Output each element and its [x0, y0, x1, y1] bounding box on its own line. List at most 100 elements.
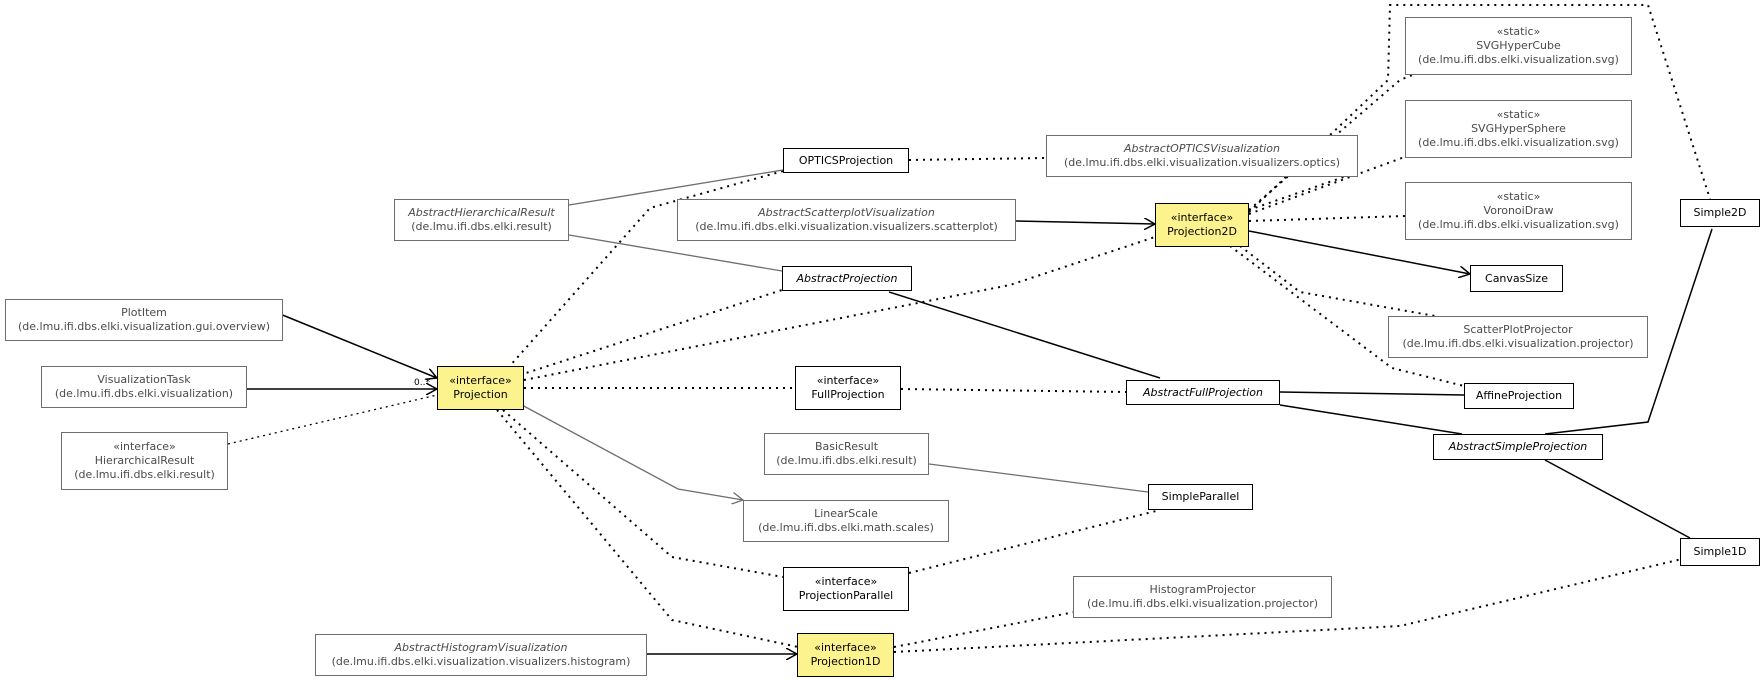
package-name: (de.lmu.ifi.dbs.elki.visualization.proje… [1086, 597, 1319, 610]
edge-abstractsimpleprojection-simple1d [1544, 459, 1691, 539]
class-linearscale[interactable]: LinearScale (de.lmu.ifi.dbs.elki.math.sc… [743, 500, 949, 542]
class-name: ScatterPlotProjector [1463, 323, 1573, 336]
class-visualizationtask[interactable]: VisualizationTask (de.lmu.ifi.dbs.elki.v… [41, 366, 247, 408]
edge-basicresult-simpleparallel [928, 463, 1149, 493]
class-affineprojection[interactable]: AffineProjection [1464, 383, 1574, 409]
class-name: Projection [453, 388, 508, 401]
class-simpleparallel[interactable]: SimpleParallel [1148, 484, 1253, 510]
interface-fullprojection[interactable]: «interface» FullProjection [795, 366, 901, 410]
interface-projection2d[interactable]: «interface» Projection2D [1155, 203, 1249, 247]
class-name: AbstractFullProjection [1143, 385, 1263, 399]
class-name: AbstractOPTICSVisualization [1123, 142, 1281, 155]
class-abstractscatterplotvisualization[interactable]: AbstractScatterplotVisualization (de.lmu… [677, 199, 1016, 241]
edge-projection1d-histogramprojector [893, 610, 1081, 648]
edge-opticsprojection-abstractopticsvisualization [908, 157, 1047, 161]
package-name: (de.lmu.ifi.dbs.elki.visualization.proje… [1402, 337, 1634, 350]
class-name: PlotItem [121, 306, 167, 319]
stereotype-label: «static» [1496, 25, 1541, 38]
edge-fullprojection-abstractfullprojection [900, 388, 1127, 393]
edge-projection2d-voronoidraw [1248, 215, 1406, 222]
package-name: (de.lmu.ifi.dbs.elki.visualization.visua… [1064, 156, 1340, 169]
class-name: AbstractHierarchicalResult [408, 206, 555, 219]
edge-projection1d-simple1d [893, 558, 1683, 653]
edge-abstracthierarchicalresult-abstractprojection [568, 234, 783, 272]
multiplicity-label: 0..* [414, 378, 430, 388]
class-name: AffineProjection [1475, 389, 1563, 402]
edge-projection2d-canvassize [1248, 230, 1470, 274]
class-name: HierarchicalResult [94, 454, 195, 467]
class-svghypercube[interactable]: «static» SVGHyperCube (de.lmu.ifi.dbs.el… [1405, 17, 1632, 75]
edge-abstractscatterplotvisualization-projection2d [1015, 221, 1155, 224]
edge-projection-abstractprojection [519, 289, 783, 376]
edge-plotitem-projection [257, 304, 437, 378]
class-voronoidraw[interactable]: «static» VoronoiDraw (de.lmu.ifi.dbs.elk… [1405, 182, 1632, 240]
class-name: VisualizationTask [97, 373, 191, 386]
class-histogramprojector[interactable]: HistogramProjector (de.lmu.ifi.dbs.elki.… [1073, 576, 1332, 618]
class-name: OPTICSProjection [798, 153, 894, 167]
interface-projection[interactable]: «interface» Projection [437, 366, 524, 410]
class-abstractfullprojection[interactable]: AbstractFullProjection [1126, 380, 1280, 405]
class-name: Simple2D [1693, 206, 1747, 219]
class-name: ProjectionParallel [798, 589, 894, 602]
class-basicresult[interactable]: BasicResult (de.lmu.ifi.dbs.elki.result) [764, 433, 929, 475]
class-name: AbstractScatterplotVisualization [758, 206, 935, 219]
edge-abstractsimpleprojection-simple2d [1544, 228, 1713, 435]
class-plotitem[interactable]: PlotItem (de.lmu.ifi.dbs.elki.visualizat… [5, 299, 283, 341]
package-name: (de.lmu.ifi.dbs.elki.visualization.svg) [1418, 136, 1619, 149]
stereotype-label: «interface» [113, 440, 176, 453]
class-scatterplotprojector[interactable]: ScatterPlotProjector (de.lmu.ifi.dbs.elk… [1388, 316, 1648, 358]
package-name: (de.lmu.ifi.dbs.elki.visualization.visua… [331, 655, 631, 668]
class-canvassize[interactable]: CanvasSize [1470, 265, 1563, 292]
class-opticsprojection[interactable]: OPTICSProjection [783, 148, 909, 173]
class-abstractprojection[interactable]: AbstractProjection [782, 266, 912, 291]
class-name: AbstractSimpleProjection [1448, 440, 1588, 453]
class-name: Projection1D [810, 655, 881, 668]
edge-projection-projection2d [523, 236, 1156, 381]
edge-projection2d-scatterplotprojector [1239, 245, 1436, 317]
edge-projectionparallel-simpleparallel [908, 509, 1161, 574]
edge-projection2d-abstractopticsvisualization [1248, 171, 1359, 211]
class-name: AbstractProjection [796, 271, 898, 285]
class-name: HistogramProjector [1149, 583, 1256, 596]
class-name: FullProjection [811, 388, 885, 401]
package-name: (de.lmu.ifi.dbs.elki.result) [411, 220, 552, 233]
stereotype-label: «interface» [814, 575, 878, 588]
class-abstractopticsvisualization[interactable]: AbstractOPTICSVisualization (de.lmu.ifi.… [1046, 135, 1358, 177]
class-name: CanvasSize [1485, 271, 1548, 285]
interface-projection1d[interactable]: «interface» Projection1D [797, 633, 894, 677]
package-name: (de.lmu.ifi.dbs.elki.visualization) [54, 387, 234, 400]
edge-abstracthierarchicalresult-opticsprojection [568, 169, 784, 206]
class-name: Projection2D [1167, 225, 1237, 238]
stereotype-label: «interface» [816, 374, 880, 387]
stereotype-label: «interface» [1170, 211, 1234, 224]
class-name: SVGHyperCube [1476, 39, 1561, 52]
package-name: (de.lmu.ifi.dbs.elki.result) [74, 468, 215, 481]
package-name: (de.lmu.ifi.dbs.elki.visualization.gui.o… [17, 320, 271, 333]
stereotype-label: «interface» [449, 374, 512, 387]
class-svghypersphere[interactable]: «static» SVGHyperSphere (de.lmu.ifi.dbs.… [1405, 100, 1632, 158]
class-name: VoronoiDraw [1483, 204, 1554, 217]
stereotype-label: «static» [1496, 190, 1541, 203]
package-name: (de.lmu.ifi.dbs.elki.result) [776, 454, 917, 467]
interface-projectionparallel[interactable]: «interface» ProjectionParallel [783, 567, 909, 611]
class-abstracthierarchicalresult[interactable]: AbstractHierarchicalResult (de.lmu.ifi.d… [394, 199, 569, 241]
class-name: SimpleParallel [1161, 490, 1240, 503]
edge-abstractfullprojection-abstractsimpleprojection [1279, 404, 1463, 435]
class-name: LinearScale [814, 507, 878, 520]
package-name: (de.lmu.ifi.dbs.elki.visualization.visua… [695, 220, 998, 233]
class-name: Simple1D [1693, 545, 1747, 558]
class-name: AbstractHistogramVisualization [394, 641, 568, 654]
class-name: BasicResult [814, 440, 879, 453]
package-name: (de.lmu.ifi.dbs.elki.math.scales) [758, 521, 934, 534]
edge-abstractfullprojection-affineprojection [1279, 391, 1465, 396]
package-name: (de.lmu.ifi.dbs.elki.visualization.svg) [1418, 53, 1619, 66]
class-name: SVGHyperSphere [1471, 122, 1566, 135]
class-abstracthistogramvisualization[interactable]: AbstractHistogramVisualization (de.lmu.i… [315, 634, 647, 676]
stereotype-label: «interface» [814, 641, 877, 654]
edge-projection-projectionparallel [502, 409, 784, 578]
class-abstractsimpleprojection[interactable]: AbstractSimpleProjection [1433, 434, 1603, 460]
class-simple1d[interactable]: Simple1D [1680, 538, 1760, 566]
interface-hierarchicalresult[interactable]: «interface» HierarchicalResult (de.lmu.i… [61, 432, 228, 490]
class-simple2d[interactable]: Simple2D [1680, 199, 1760, 227]
